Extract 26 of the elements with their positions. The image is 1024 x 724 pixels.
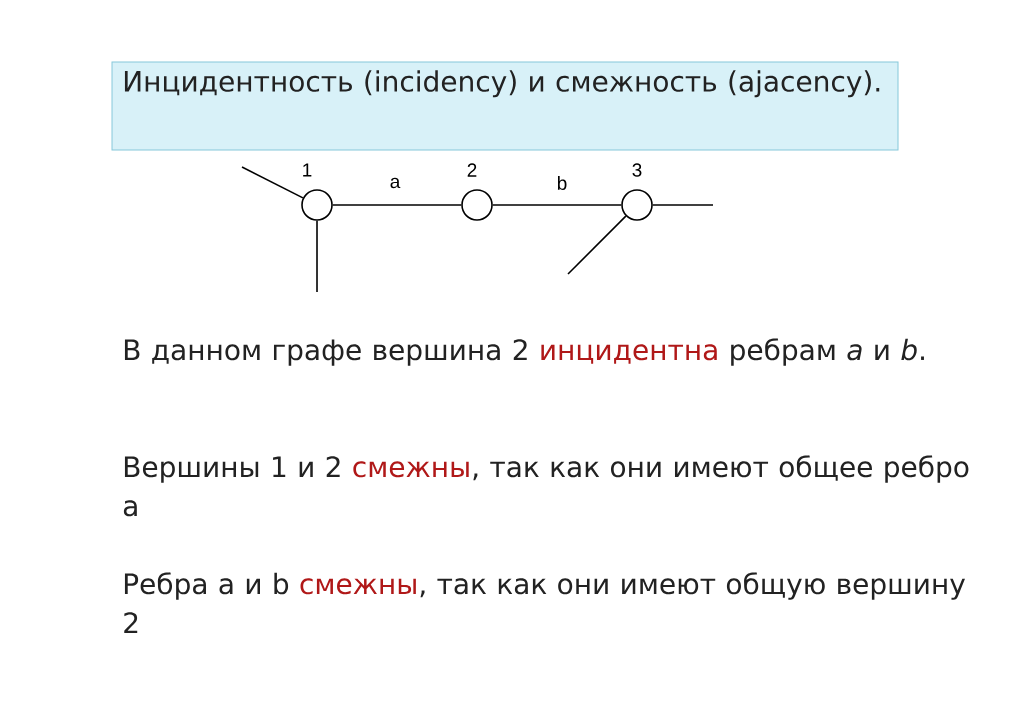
edge-label: a — [388, 176, 402, 190]
label: a — [123, 500, 137, 517]
label: смежны — [300, 578, 416, 595]
label: , так как они имеют общую вершину — [420, 572, 965, 600]
label: Ребра a и b — [124, 572, 289, 600]
vertex-number: 3 — [632, 163, 642, 177]
edge-label: b — [555, 175, 569, 191]
vertex-circle — [301, 189, 333, 221]
vertex-circle — [621, 189, 653, 221]
vertex-number: 1 — [303, 163, 312, 177]
graph-edge — [492, 204, 622, 206]
label: 2 — [124, 612, 138, 633]
graph-edge — [332, 204, 462, 206]
graph-edge — [652, 204, 714, 206]
body-text: Ребра a и b смежны , так как они имеют общую вершину 2 — [124, 572, 965, 633]
label: смежны — [353, 461, 469, 478]
label: Вершины 1 и 2 — [124, 456, 340, 483]
label: , так как они имеют общее ребро — [473, 455, 969, 483]
body-text: Вершины 1 и 2 смежны , так как они имеют общее ребро a — [123, 455, 969, 517]
graph-edge — [567, 215, 627, 275]
graph-edge — [241, 166, 304, 199]
title-box: Инцидентность (incidency) и смежность (ajacency). — [111, 61, 899, 151]
vertex-number: 2 — [467, 163, 477, 177]
graph-edge — [316, 220, 318, 293]
body-text: В данном графе вершина 2 инцидентна ребрам a и b. — [124, 338, 924, 366]
vertex-circle — [461, 189, 493, 221]
